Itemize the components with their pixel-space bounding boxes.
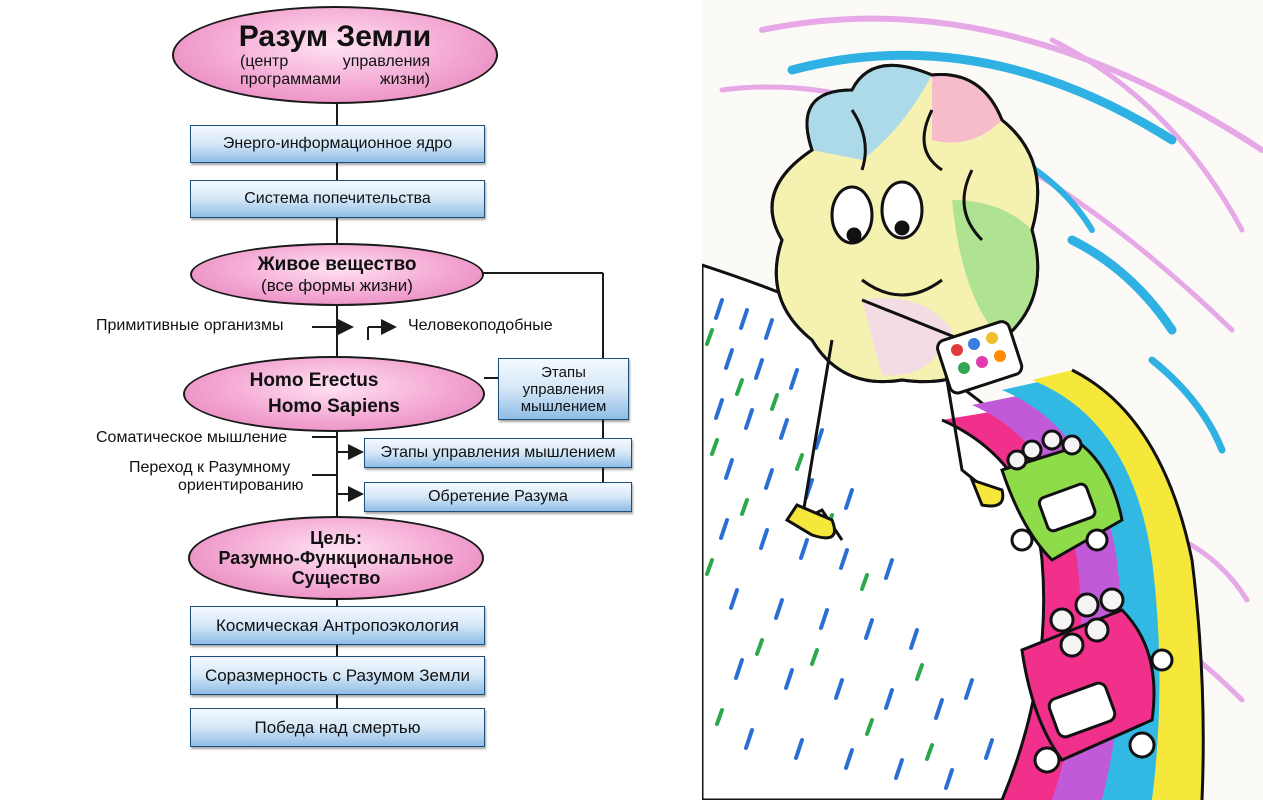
earth-mind-subtitle-1: (центр управления	[240, 53, 430, 70]
box-cosmic-anthropoecology: Космическая Антропоэкология	[190, 606, 485, 645]
goal-line-2: Разумно-Функциональное	[218, 548, 454, 568]
box-thinking-stages: Этапы управления мышлением	[364, 438, 632, 468]
label-somatic: Соматическое мышление	[96, 429, 288, 446]
living-matter-title: Живое вещество	[257, 254, 417, 275]
box-energy-core: Энерго-информационное ядро	[190, 125, 485, 163]
living-matter-subtitle: (все формы жизни)	[261, 276, 413, 295]
homo-ellipse: Homo Erectus Homo Sapiens	[183, 356, 485, 432]
label-transition-1: Переход к Разумному	[129, 459, 291, 476]
box-proportion: Соразмерность с Разумом Земли	[190, 656, 485, 695]
goal-line-3: Существо	[291, 568, 381, 588]
label-primitive: Примитивные организмы	[96, 317, 284, 334]
label-humanlike: Человекоподобные	[408, 317, 553, 334]
brain-illustration	[702, 0, 1263, 800]
earth-mind-ellipse: Разум Земли (центр управления программам…	[172, 6, 498, 104]
earth-mind-title: Разум Земли	[238, 20, 432, 53]
box-victory-over-death: Победа над смертью	[190, 708, 485, 747]
earth-mind-subtitle-2: программами жизни)	[240, 71, 430, 88]
homo-erectus-label: Homo Erectus	[249, 370, 379, 391]
goal-label: Цель:	[310, 528, 362, 548]
living-matter-ellipse: Живое вещество (все формы жизни)	[190, 243, 484, 306]
box-thinking-stages-side: Этапы управления мышлением	[498, 358, 629, 420]
box-gaining-reason: Обретение Разума	[364, 482, 632, 512]
box-care-system: Система попечительства	[190, 180, 485, 218]
homo-sapiens-label: Homo Sapiens	[268, 396, 400, 417]
goal-ellipse: Цель: Разумно-Функциональное Существо	[188, 516, 484, 600]
label-transition-2: ориентированию	[178, 477, 304, 494]
